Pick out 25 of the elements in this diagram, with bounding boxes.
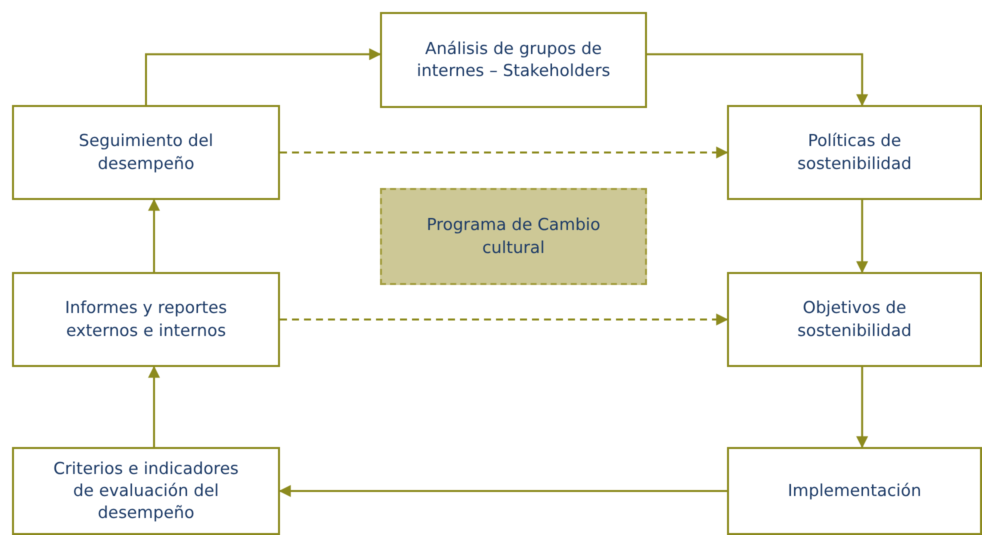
arrow xyxy=(856,367,868,448)
process-box xyxy=(727,272,982,367)
box-label: Objetivos de sostenibilidad xyxy=(796,297,913,342)
arrow xyxy=(278,485,727,497)
box-label: Seguimiento del desempeño xyxy=(78,130,214,174)
process-box xyxy=(727,105,982,200)
arrow xyxy=(148,366,160,447)
arrow xyxy=(647,53,868,106)
arrow xyxy=(280,314,728,326)
box-label: Políticas de sostenibilidad xyxy=(796,130,913,174)
process-box xyxy=(12,272,280,367)
arrow xyxy=(148,198,160,272)
arrow xyxy=(280,146,728,158)
process-box xyxy=(727,447,982,535)
arrow xyxy=(145,48,382,105)
process-box xyxy=(12,447,280,535)
box-label: Criterios e indicadores de evaluación del desempeño xyxy=(52,458,240,524)
box-label: Análisis de grupos de internes – Stakeholders xyxy=(416,38,611,82)
process-box xyxy=(12,105,280,200)
box-label: Implementación xyxy=(788,480,922,502)
box-label: Programa de Cambio cultural xyxy=(426,214,602,258)
arrow xyxy=(856,200,868,274)
box-label: Informes y reportes externos e internos xyxy=(64,297,228,342)
process-box xyxy=(380,12,647,108)
highlighted-box xyxy=(380,188,647,285)
